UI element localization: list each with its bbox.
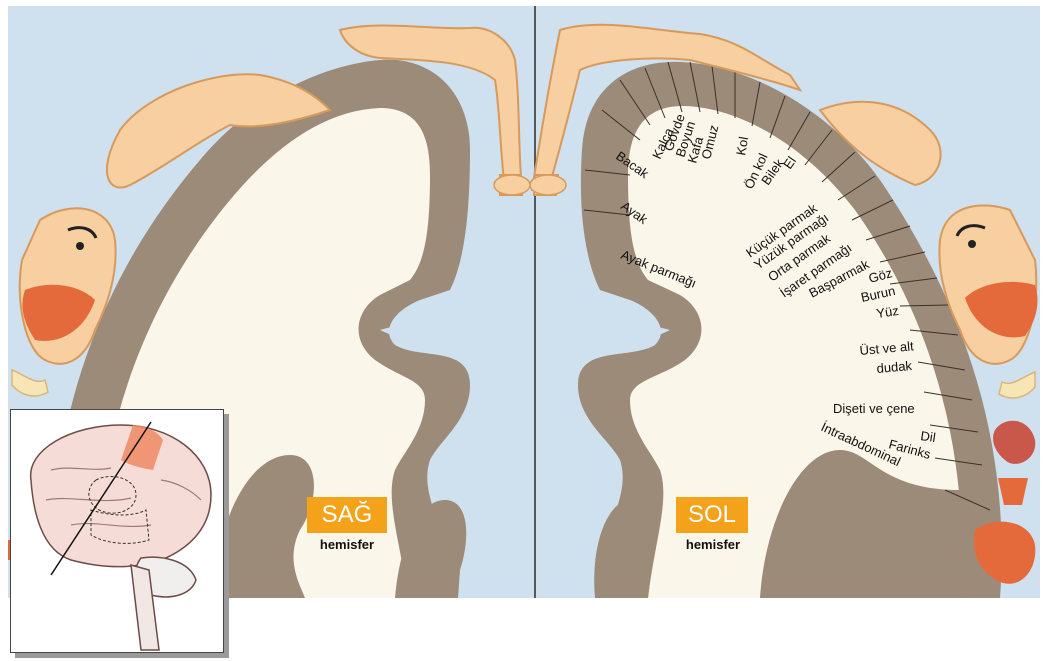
left-hemisphere-label: SOL [676,497,748,533]
region-label: Dişeti ve çene [833,401,915,416]
right-hemisphere-label: SAĞ [307,497,387,533]
left-hemisphere-sublabel: hemisfer [666,537,760,552]
region-label: Yüz [875,303,899,321]
region-label: Dil [920,428,937,445]
region-label: dudak [876,358,913,376]
right-hemisphere-sublabel: hemisfer [300,537,394,552]
brain-inset-panel [10,409,224,653]
brain-lateral-view-icon [11,410,223,652]
